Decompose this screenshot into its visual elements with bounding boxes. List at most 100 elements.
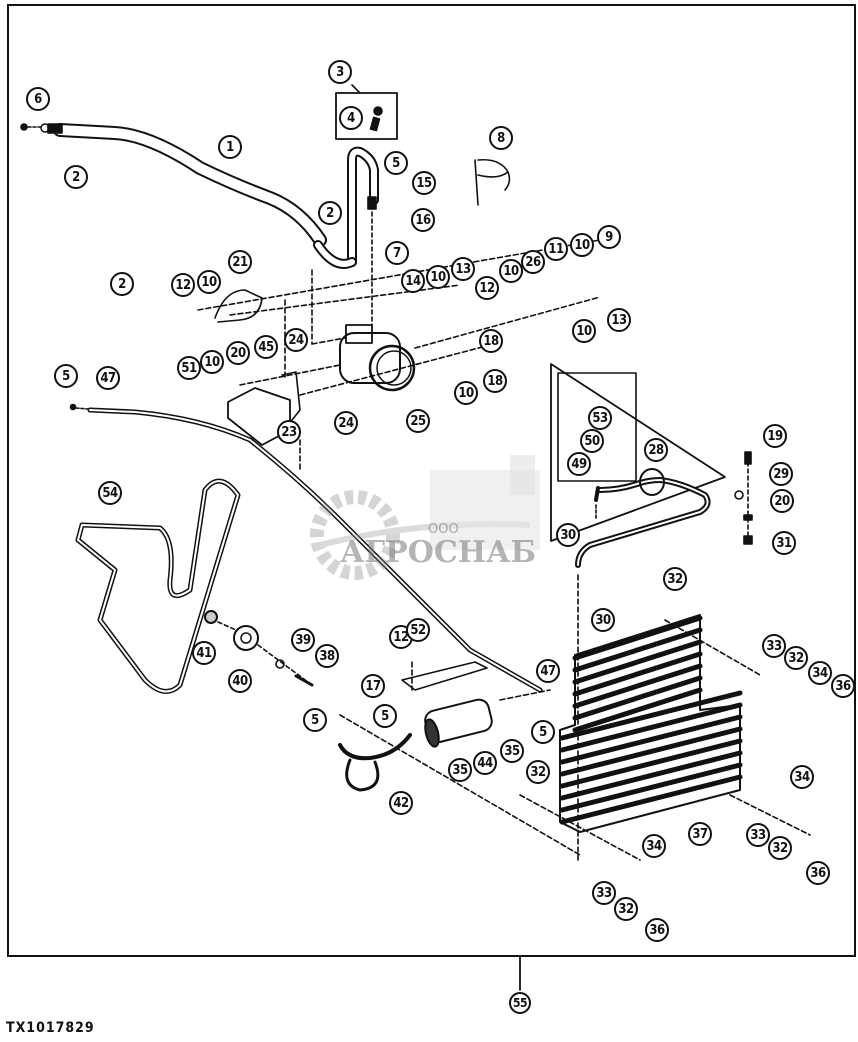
callout-19[interactable]: 19 bbox=[763, 424, 787, 448]
callout-36[interactable]: 36 bbox=[645, 918, 669, 942]
callout-50[interactable]: 50 bbox=[580, 429, 604, 453]
callout-5[interactable]: 5 bbox=[384, 151, 408, 175]
callout-7[interactable]: 7 bbox=[385, 241, 409, 265]
condenser-tube bbox=[572, 675, 703, 721]
callout-24[interactable]: 24 bbox=[284, 328, 308, 352]
callout-30[interactable]: 30 bbox=[591, 608, 615, 632]
callout-36[interactable]: 36 bbox=[831, 674, 855, 698]
callout-10[interactable]: 10 bbox=[197, 270, 221, 294]
explosion-lines-lower bbox=[339, 574, 811, 861]
callout-38[interactable]: 38 bbox=[315, 644, 339, 668]
callout-6[interactable]: 6 bbox=[26, 87, 50, 111]
callout-23[interactable]: 23 bbox=[277, 420, 301, 444]
callout-40[interactable]: 40 bbox=[228, 669, 252, 693]
callout-32[interactable]: 32 bbox=[526, 760, 550, 784]
callout-32[interactable]: 32 bbox=[663, 567, 687, 591]
callout-36[interactable]: 36 bbox=[806, 861, 830, 885]
callout-31[interactable]: 31 bbox=[772, 531, 796, 555]
callout-35[interactable]: 35 bbox=[448, 758, 472, 782]
callout-10[interactable]: 10 bbox=[426, 265, 450, 289]
callout-26[interactable]: 26 bbox=[521, 250, 545, 274]
callout-34[interactable]: 34 bbox=[642, 834, 666, 858]
condenser-tube bbox=[572, 639, 703, 685]
callout-21[interactable]: 21 bbox=[228, 250, 252, 274]
callout-4[interactable]: 4 bbox=[339, 106, 363, 130]
callout-51[interactable]: 51 bbox=[177, 356, 201, 380]
callout-44[interactable]: 44 bbox=[473, 751, 497, 775]
callout-1[interactable]: 1 bbox=[218, 135, 242, 159]
callout-30[interactable]: 30 bbox=[556, 523, 580, 547]
callout-33[interactable]: 33 bbox=[746, 823, 770, 847]
condenser-tube bbox=[572, 651, 703, 697]
callout-39[interactable]: 39 bbox=[291, 628, 315, 652]
callout-2[interactable]: 2 bbox=[64, 165, 88, 189]
callout-13[interactable]: 13 bbox=[607, 308, 631, 332]
condenser-tube bbox=[559, 738, 743, 789]
callout-49[interactable]: 49 bbox=[567, 452, 591, 476]
callout-10[interactable]: 10 bbox=[570, 233, 594, 257]
callout-42[interactable]: 42 bbox=[389, 791, 413, 815]
callout-17[interactable]: 17 bbox=[361, 674, 385, 698]
callout-10[interactable]: 10 bbox=[572, 319, 596, 343]
callout-20[interactable]: 20 bbox=[770, 489, 794, 513]
compressor-25 bbox=[339, 324, 416, 392]
condenser-37 bbox=[559, 614, 741, 833]
callout-10[interactable]: 10 bbox=[200, 350, 224, 374]
watermark-prefix: ООО bbox=[428, 522, 459, 537]
callout-34[interactable]: 34 bbox=[790, 765, 814, 789]
condenser-tubes bbox=[559, 615, 743, 825]
callout-3[interactable]: 3 bbox=[328, 60, 352, 84]
condenser-tube bbox=[559, 702, 743, 753]
condenser-tube bbox=[559, 690, 743, 741]
condenser-tube bbox=[559, 714, 743, 765]
hose-47 bbox=[69, 403, 543, 693]
callout-47[interactable]: 47 bbox=[96, 366, 120, 390]
callout-52[interactable]: 52 bbox=[406, 618, 430, 642]
callout-25[interactable]: 25 bbox=[406, 409, 430, 433]
callout-5[interactable]: 5 bbox=[303, 708, 327, 732]
callout-18[interactable]: 18 bbox=[479, 329, 503, 353]
callout-12[interactable]: 12 bbox=[475, 276, 499, 300]
callout-2[interactable]: 2 bbox=[110, 272, 134, 296]
callout-20[interactable]: 20 bbox=[226, 341, 250, 365]
condenser-tube bbox=[572, 687, 703, 733]
callout-11[interactable]: 11 bbox=[544, 237, 568, 261]
callout-32[interactable]: 32 bbox=[768, 836, 792, 860]
callout-33[interactable]: 33 bbox=[762, 634, 786, 658]
idler-pulley bbox=[204, 610, 314, 687]
condenser-tube bbox=[559, 774, 743, 825]
condenser-tube bbox=[572, 663, 703, 709]
callout-35[interactable]: 35 bbox=[500, 739, 524, 763]
callout-37[interactable]: 37 bbox=[688, 822, 712, 846]
callout-32[interactable]: 32 bbox=[784, 646, 808, 670]
callout-9[interactable]: 9 bbox=[597, 225, 621, 249]
hose-42 bbox=[338, 733, 412, 792]
callout-2[interactable]: 2 bbox=[318, 201, 342, 225]
kit-box-3 bbox=[335, 92, 398, 140]
callout-28[interactable]: 28 bbox=[644, 438, 668, 462]
clip-8 bbox=[474, 158, 511, 206]
callout-5[interactable]: 5 bbox=[54, 364, 78, 388]
callout-15[interactable]: 15 bbox=[412, 171, 436, 195]
callout-5[interactable]: 5 bbox=[373, 704, 397, 728]
callout-32[interactable]: 32 bbox=[614, 897, 638, 921]
callout-18[interactable]: 18 bbox=[483, 369, 507, 393]
callout-41[interactable]: 41 bbox=[192, 641, 216, 665]
callout-5[interactable]: 5 bbox=[531, 720, 555, 744]
callout-10[interactable]: 10 bbox=[454, 381, 478, 405]
callout-8[interactable]: 8 bbox=[489, 126, 513, 150]
callout-45[interactable]: 45 bbox=[254, 335, 278, 359]
callout-14[interactable]: 14 bbox=[401, 269, 425, 293]
callout-33[interactable]: 33 bbox=[592, 881, 616, 905]
callout-24[interactable]: 24 bbox=[334, 411, 358, 435]
callout-13[interactable]: 13 bbox=[451, 257, 475, 281]
callout-54[interactable]: 54 bbox=[98, 481, 122, 505]
callout-10[interactable]: 10 bbox=[499, 259, 523, 283]
callout-29[interactable]: 29 bbox=[769, 462, 793, 486]
callout-34[interactable]: 34 bbox=[808, 661, 832, 685]
callout-16[interactable]: 16 bbox=[411, 208, 435, 232]
callout-55-assembly[interactable]: 55 bbox=[509, 992, 531, 1014]
callout-47[interactable]: 47 bbox=[536, 659, 560, 683]
callout-53[interactable]: 53 bbox=[588, 406, 612, 430]
callout-12[interactable]: 12 bbox=[171, 273, 195, 297]
